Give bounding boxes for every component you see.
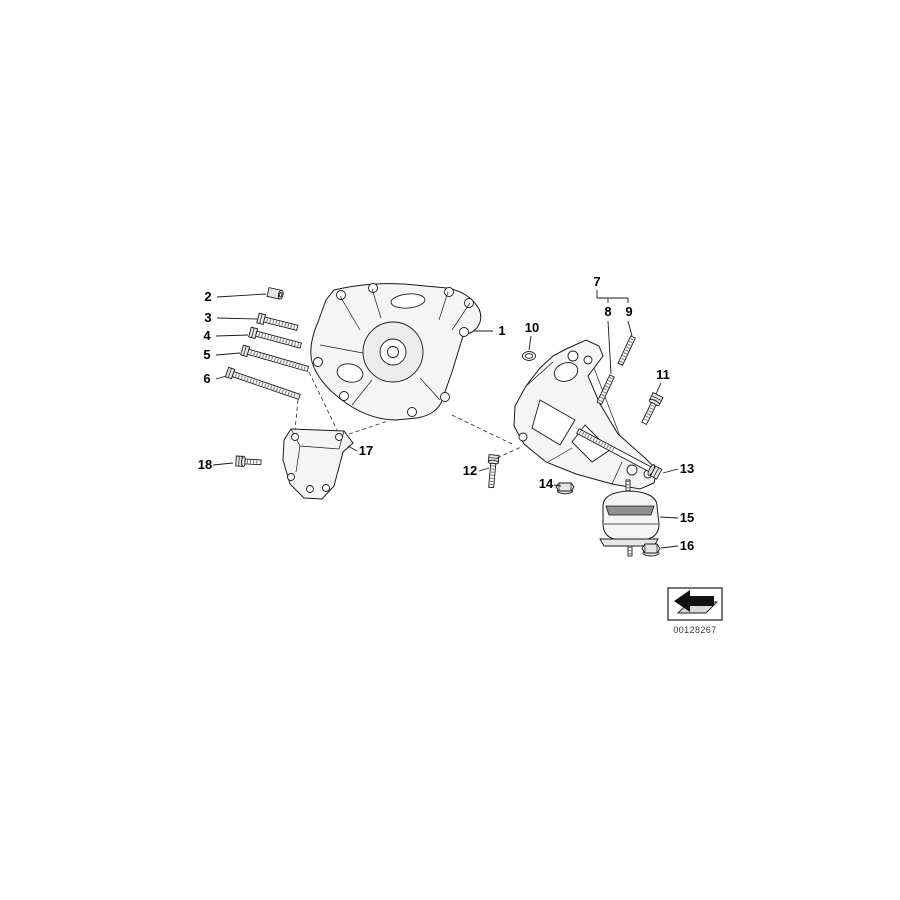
assembly-dashed-lines bbox=[294, 371, 522, 459]
direction-arrow-icon bbox=[674, 590, 714, 612]
part-label-7[interactable]: 7 bbox=[593, 274, 600, 289]
direction-stamp: 00128267 bbox=[667, 587, 723, 635]
bolt-11 bbox=[641, 391, 664, 426]
part-label-14[interactable]: 14 bbox=[539, 476, 554, 491]
main-bracket bbox=[310, 283, 482, 421]
spacer-sleeve bbox=[266, 287, 284, 300]
part-label-18[interactable]: 18 bbox=[198, 457, 212, 472]
bolt-6 bbox=[224, 366, 301, 400]
o-ring bbox=[522, 351, 536, 361]
part-label-11[interactable]: 11 bbox=[656, 367, 670, 382]
engine-mount bbox=[599, 479, 660, 557]
part-label-5[interactable]: 5 bbox=[203, 347, 210, 362]
bolt-12 bbox=[487, 454, 500, 489]
support-bracket bbox=[282, 428, 354, 500]
stud-9 bbox=[617, 335, 636, 366]
part-label-17[interactable]: 17 bbox=[359, 443, 373, 458]
nut-14 bbox=[555, 482, 575, 495]
engine-support-arm bbox=[513, 339, 658, 490]
nut-16 bbox=[641, 543, 661, 557]
part-labels: 1 2 3 4 5 6 7 8 9 10 11 12 13 14 15 16 1… bbox=[198, 274, 694, 553]
bolt-4 bbox=[248, 326, 302, 349]
part-label-2[interactable]: 2 bbox=[204, 289, 211, 304]
part-label-12[interactable]: 12 bbox=[463, 463, 477, 478]
bolt-13 bbox=[576, 428, 663, 480]
part-label-13[interactable]: 13 bbox=[680, 461, 694, 476]
stamp-code: 00128267 bbox=[673, 625, 716, 635]
part-label-4[interactable]: 4 bbox=[203, 328, 211, 343]
bolt-5 bbox=[240, 344, 310, 372]
leader-lines bbox=[212, 290, 679, 549]
bolt-18 bbox=[235, 455, 262, 468]
part-label-8[interactable]: 8 bbox=[604, 304, 611, 319]
bolt-3 bbox=[256, 312, 299, 331]
part-label-10[interactable]: 10 bbox=[525, 320, 539, 335]
part-label-9[interactable]: 9 bbox=[625, 304, 632, 319]
part-label-3[interactable]: 3 bbox=[204, 310, 211, 325]
part-label-16[interactable]: 16 bbox=[680, 538, 694, 553]
stud-8 bbox=[596, 374, 615, 405]
part-label-1[interactable]: 1 bbox=[498, 323, 505, 338]
part-label-15[interactable]: 15 bbox=[680, 510, 694, 525]
part-label-6[interactable]: 6 bbox=[203, 371, 210, 386]
